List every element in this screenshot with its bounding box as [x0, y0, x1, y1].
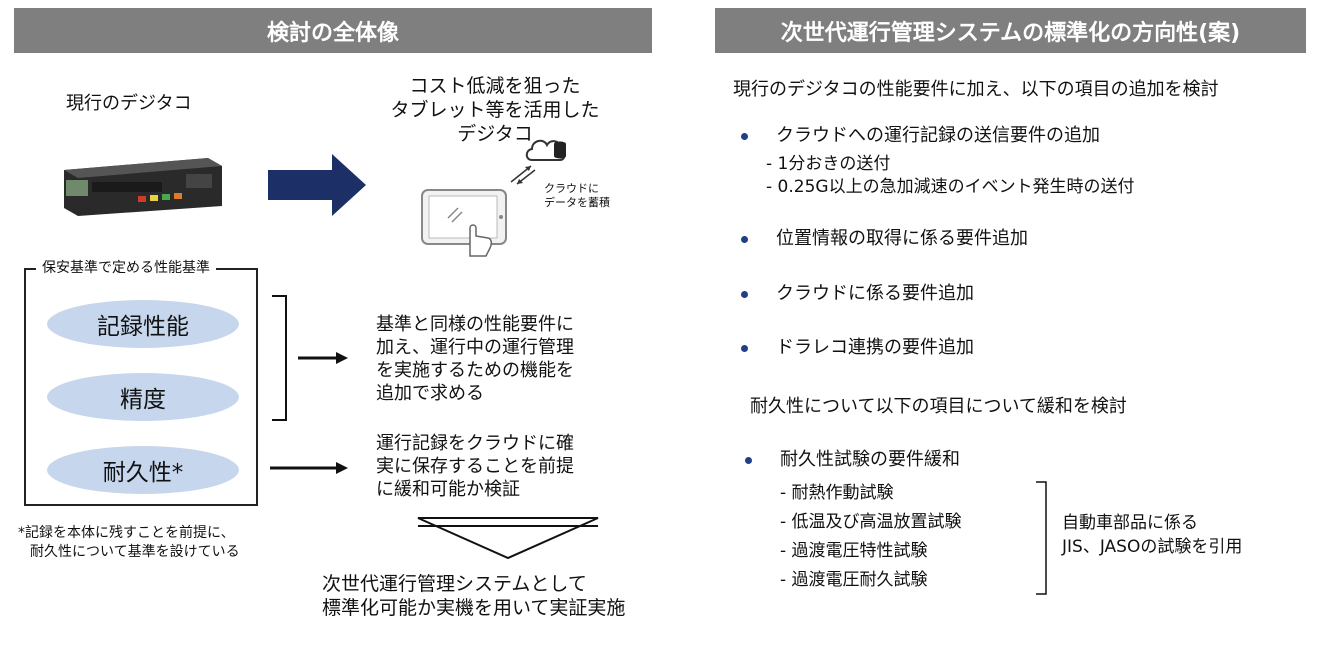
bullet-dot [741, 345, 748, 352]
sub-item-heat-operation: - 耐熱作動試験 [780, 483, 894, 503]
arrow-to-text-a [298, 350, 350, 364]
sub-item-1min: - 1分おきの送付 [766, 154, 891, 174]
safety-criteria-title: 保安基準で定める性能基準 [36, 258, 216, 278]
intro-text: 現行のデジタコの性能要件に加え、以下の項目の追加を検討 [733, 79, 1219, 100]
bracket-recording-accuracy [270, 294, 290, 422]
citation-line: JIS、JASOの試験を引用 [1062, 537, 1243, 557]
intro2-text: 耐久性について以下の項目について緩和を検討 [750, 396, 1127, 417]
right-header: 次世代運行管理システムの標準化の方向性(案) [715, 8, 1306, 53]
sub-item-transient-voltage-char: - 過渡電圧特性試験 [780, 541, 928, 561]
left-header: 検討の全体像 [14, 8, 652, 53]
bullet-dot [741, 236, 748, 243]
text-b-line: 運行記録をクラウドに確 [376, 433, 574, 454]
item-cloud-requirements: クラウドに係る要件追加 [776, 283, 974, 304]
oval-recording-performance: 記録性能 [47, 300, 239, 348]
text-b-line: に緩和可能か検証 [376, 479, 520, 500]
conclusion-line: 次世代運行管理システムとして [322, 573, 587, 595]
cloud-storage-label: クラウドに データを蓄積 [544, 182, 610, 210]
citation-line: 自動車部品に係る [1062, 513, 1198, 533]
sync-arrows-icon [507, 160, 537, 186]
text-a-line: 加え、運行中の運行管理 [376, 337, 574, 358]
conclusion-text: 次世代運行管理システムとして 標準化可能か実機を用いて実証実施 [322, 572, 625, 620]
bullet-dot [745, 457, 752, 464]
bullet-dot [741, 133, 748, 140]
cloud-database-icon [524, 130, 570, 170]
tablet-label-line: デジタコ [457, 123, 533, 145]
oval-accuracy: 精度 [47, 373, 239, 421]
bracket-test-items [1034, 480, 1050, 596]
text-a-line: を実施するための機能を [376, 360, 574, 381]
upgrade-arrow [268, 154, 368, 216]
text-relaxation-verification: 運行記録をクラウドに確 実に保存することを前提 に緩和可能か検証 [376, 432, 574, 501]
text-b-line: 実に保存することを前提 [376, 456, 574, 477]
sub-item-transient-voltage-durability: - 過渡電圧耐久試験 [780, 570, 928, 590]
jis-jaso-citation: 自動車部品に係る JIS、JASOの試験を引用 [1062, 511, 1242, 559]
item-cloud-transmission: クラウドへの運行記録の送信要件の追加 [776, 125, 1100, 146]
text-a-line: 追加で求める [376, 383, 484, 404]
text-a-line: 基準と同様の性能要件に [376, 314, 574, 335]
text-additional-requirements: 基準と同様の性能要件に 加え、運行中の運行管理 を実施するための機能を 追加で求… [376, 313, 574, 405]
item-location-info: 位置情報の取得に係る要件追加 [776, 228, 1028, 249]
oval-durability: 耐久性* [47, 446, 239, 494]
current-dtg-label: 現行のデジタコ [66, 93, 192, 114]
sub-item-low-high-temp: - 低温及び高温放置試験 [780, 512, 962, 532]
footnote-line: 耐久性について基準を設けている [30, 544, 240, 560]
digital-tachograph-device [58, 152, 226, 218]
tablet-dtg-label: コスト低減を狙った タブレット等を活用した デジタコ [380, 74, 610, 146]
durability-footnote: *記録を本体に残すことを前提に、 耐久性について基準を設けている [18, 524, 240, 562]
tablet-icon [418, 188, 514, 258]
down-arrow [416, 516, 600, 560]
footnote-line: *記録を本体に残すことを前提に、 [18, 525, 235, 541]
tablet-label-line: タブレット等を活用した [390, 99, 600, 121]
item-durability-relaxation: 耐久性試験の要件緩和 [780, 449, 960, 470]
tablet-label-line: コスト低減を狙った [409, 75, 581, 97]
cloud-label-line: データを蓄積 [544, 196, 610, 209]
sub-item-acceleration-event: - 0.25G以上の急加減速のイベント発生時の送付 [766, 177, 1135, 197]
conclusion-line: 標準化可能か実機を用いて実証実施 [322, 597, 626, 619]
item-dashcam-integration: ドラレコ連携の要件追加 [776, 337, 974, 358]
bullet-dot [741, 291, 748, 298]
cloud-label-line: クラウドに [544, 182, 599, 195]
arrow-to-text-b [270, 460, 350, 474]
